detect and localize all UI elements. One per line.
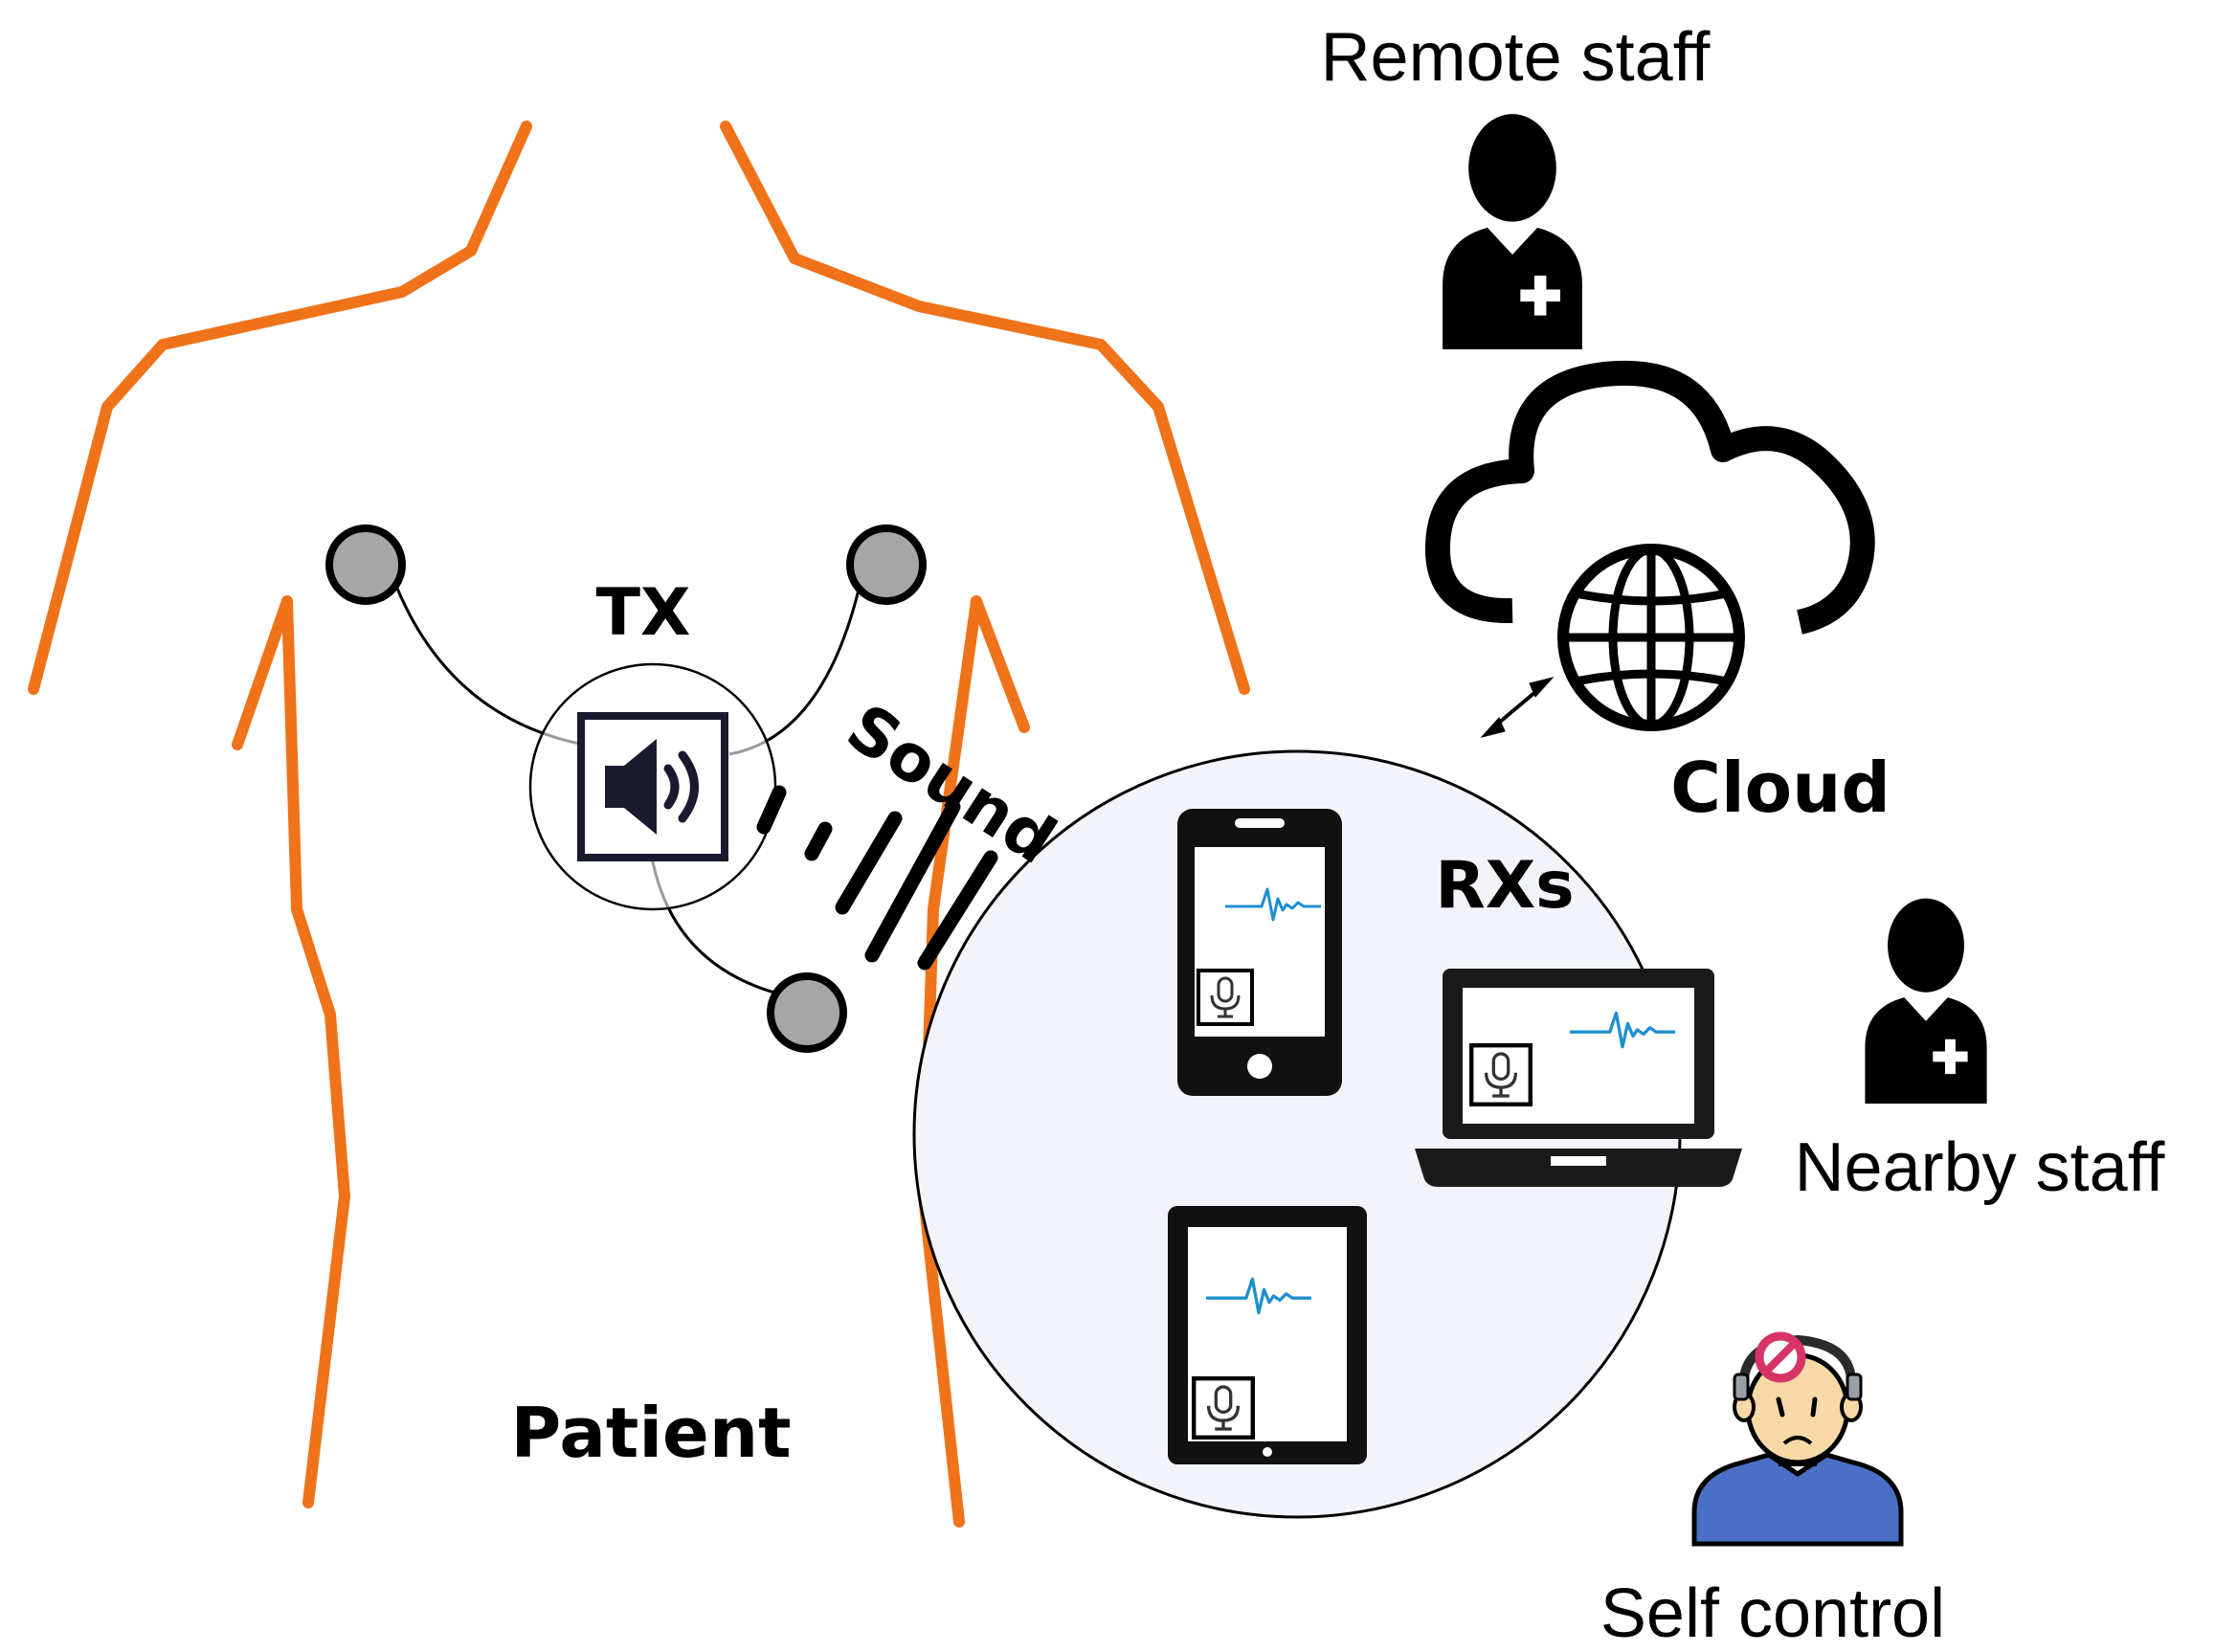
electrode-bottom: [767, 972, 847, 1053]
label-rxs: RXs: [1435, 848, 1574, 924]
cloud-globe-icon: [1424, 360, 1875, 731]
electrode-right: [846, 525, 927, 605]
patient-body-outline: [28, 121, 1250, 1528]
sound-wave-bar: [756, 785, 787, 835]
sound-wave-bar: [835, 811, 903, 915]
label-cloud: Cloud: [1670, 748, 1891, 828]
globe-icon: [1557, 544, 1745, 731]
nearby-staff-icon: [1865, 898, 1987, 1104]
body-outline-right-side: [918, 595, 1030, 1528]
laptop-icon: [1415, 969, 1742, 1187]
label-tx: TX: [596, 575, 691, 651]
label-remote-staff: Remote staff: [1321, 19, 1712, 96]
sound-wave-bar: [864, 799, 961, 963]
electrode-left: [325, 525, 406, 605]
body-outline-left-side: [232, 595, 350, 1508]
smartphone-icon: [1177, 809, 1342, 1096]
electrodes: [325, 525, 927, 1053]
label-self-control: Self control: [1600, 1575, 1945, 1652]
microphone-icon: [1194, 1378, 1253, 1438]
label-nearby-staff: Nearby staff: [1795, 1129, 2166, 1206]
cloud-link-arrow: [1480, 677, 1555, 738]
body-outline-left-shoulder: [28, 121, 532, 695]
microphone-icon: [1197, 969, 1254, 1026]
label-patient: Patient: [510, 1393, 791, 1473]
sound-wave-bar: [917, 850, 998, 971]
sound-wave-bar: [804, 821, 833, 861]
tablet-icon: [1168, 1206, 1367, 1464]
patient-self-control-icon: [1691, 1331, 1904, 1547]
remote-staff-icon: [1443, 114, 1582, 349]
speaker-icon: [605, 739, 699, 835]
tx-device: [528, 662, 777, 911]
body-outline-right-shoulder: [720, 121, 1250, 695]
microphone-icon: [1471, 1045, 1531, 1105]
